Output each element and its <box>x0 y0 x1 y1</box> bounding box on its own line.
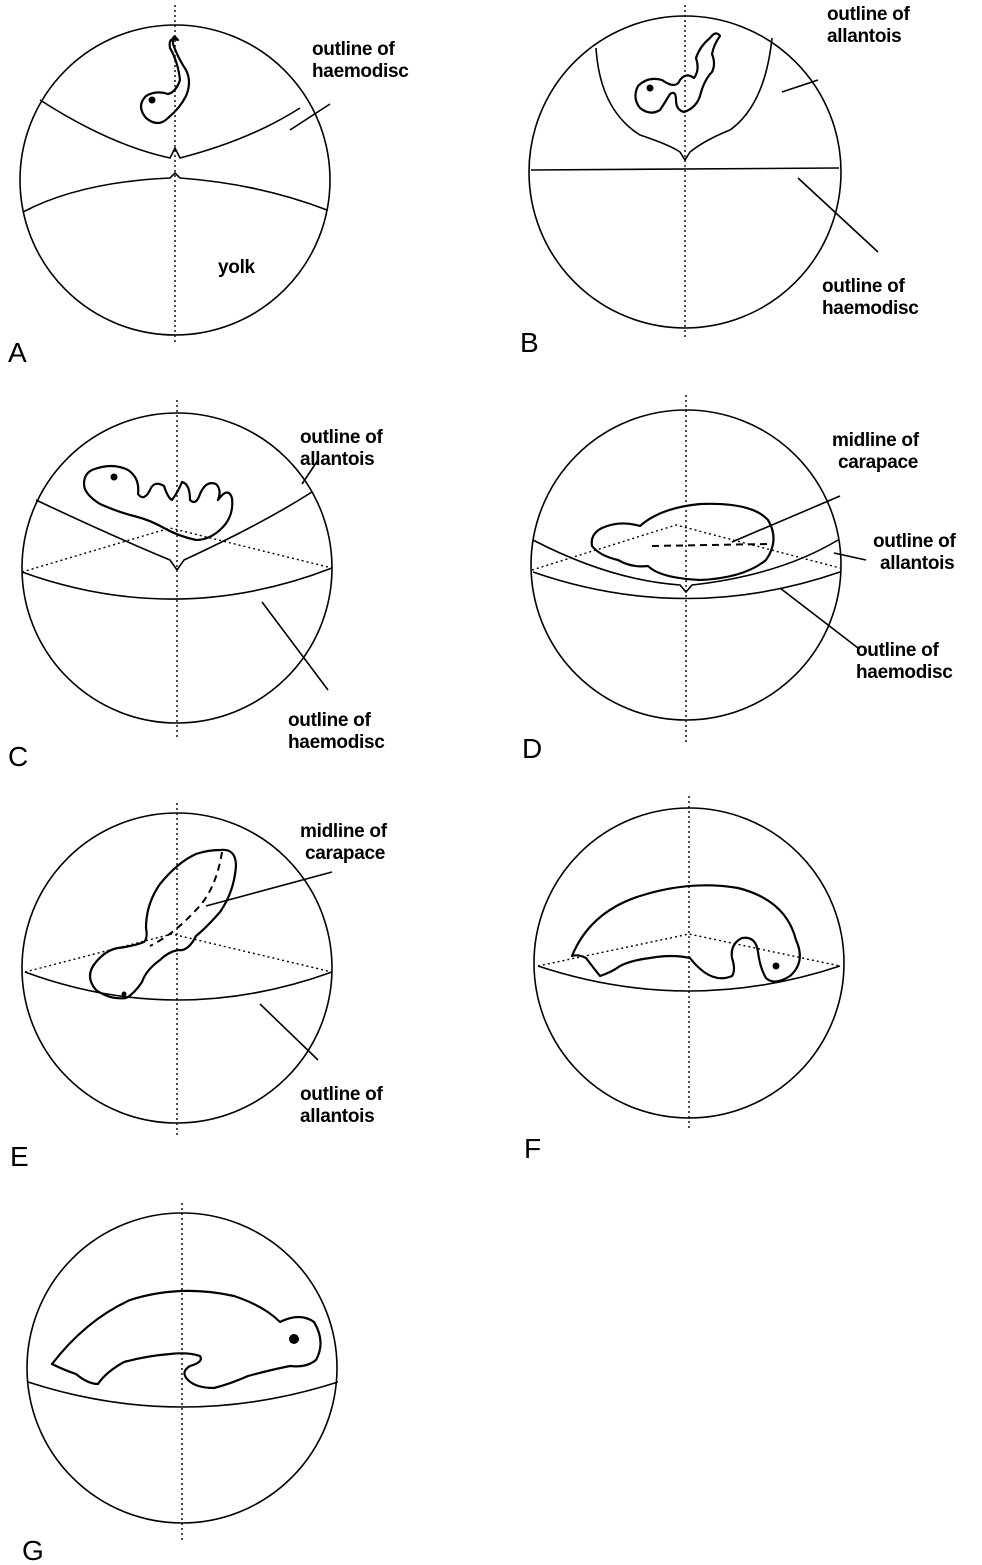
panel-b-embryo-eye <box>647 85 654 92</box>
panel-e-plane <box>25 934 332 972</box>
panel-b-haemodisc-outline <box>531 168 839 170</box>
panel-d-haemodisc-label-2: haemodisc <box>856 662 953 683</box>
panel-b-haemodisc-pointer <box>798 178 878 252</box>
panel-c-embryo <box>84 466 232 540</box>
panel-d-carapace-label-2: carapace <box>838 452 918 473</box>
panel-f-embryo-eye <box>773 963 780 970</box>
panel-a-haemodisc-upper <box>40 100 300 158</box>
panel-c-haemodisc-label-2: haemodisc <box>288 732 385 753</box>
panel-e-carapace-pointer <box>206 872 332 906</box>
panel-e-embryo <box>90 850 236 999</box>
panel-b-letter: B <box>520 327 539 358</box>
panel-c-allantois-outline <box>36 492 312 570</box>
panel-b-allantois-pointer <box>782 80 818 92</box>
panel-a-haemodisc-pointer <box>290 104 330 130</box>
panel-d-carapace-midline <box>652 544 768 546</box>
panel-f-letter: F <box>524 1133 541 1164</box>
panel-b-allantois-label-2: allantois <box>827 26 901 47</box>
panel-d-haemodisc-pointer <box>780 588 858 648</box>
panel-a-letter: A <box>8 337 27 368</box>
panel-e-carapace-midline <box>150 852 222 946</box>
panel-g-letter: G <box>22 1535 44 1565</box>
panel-f-embryo <box>572 885 800 981</box>
panel-d-haemodisc-label-1: outline of <box>856 640 939 661</box>
panel-a-embryo <box>141 37 189 123</box>
panel-f: F <box>524 796 844 1164</box>
panel-c-haemodisc-outline <box>22 568 332 599</box>
panel-c-letter: C <box>8 741 28 772</box>
panel-d-carapace-pointer <box>732 496 840 542</box>
panel-g-embryo <box>52 1291 321 1388</box>
panel-d-letter: D <box>522 733 542 764</box>
panel-d-allantois-pointer <box>834 553 866 560</box>
panel-e-allantois-outline <box>25 972 332 1000</box>
panel-d-carapace-label-1: midline of <box>832 430 920 451</box>
panel-a: outline of haemodisc yolk A <box>8 5 409 368</box>
panel-c-allantois-label-2: allantois <box>300 449 374 470</box>
panel-a-haemodisc-label-1: outline of <box>312 39 395 60</box>
panel-b-haemodisc-label-2: haemodisc <box>822 298 919 319</box>
panel-a-haemodisc-label-2: haemodisc <box>312 61 409 82</box>
panel-c: outline of allantois outline of haemodis… <box>8 400 385 772</box>
panel-e-letter: E <box>10 1141 29 1172</box>
panel-e-allantois-label-2: allantois <box>300 1106 374 1127</box>
panel-b: outline of allantois outline of haemodis… <box>520 4 919 358</box>
panel-b-haemodisc-label-1: outline of <box>822 276 905 297</box>
panel-d-allantois-label-2: allantois <box>880 553 954 574</box>
panel-b-allantois-label-1: outline of <box>827 4 910 25</box>
panel-d: midline of carapace outline of allantois… <box>522 395 956 764</box>
panel-b-allantois-outline <box>596 38 772 160</box>
panel-e-carapace-label-1: midline of <box>300 821 388 842</box>
panel-c-allantois-label-1: outline of <box>300 427 383 448</box>
panel-e-allantois-label-1: outline of <box>300 1084 383 1105</box>
panel-e: midline of carapace outline of allantois… <box>10 803 388 1172</box>
panel-a-yolk-label: yolk <box>218 257 256 278</box>
panel-g: G <box>22 1203 338 1565</box>
panel-c-haemodisc-label-1: outline of <box>288 710 371 731</box>
panel-e-embryo-eye <box>122 992 127 997</box>
panel-d-embryo <box>592 504 774 580</box>
panel-d-allantois-label-1: outline of <box>873 531 956 552</box>
panel-e-carapace-label-2: carapace <box>305 843 385 864</box>
panel-c-haemodisc-pointer <box>262 602 328 690</box>
panel-a-embryo-eye <box>149 97 156 104</box>
panel-g-embryo-eye <box>289 1334 299 1344</box>
panel-e-allantois-pointer <box>260 1004 318 1060</box>
panel-b-embryo <box>635 33 720 112</box>
panel-c-embryo-eye <box>111 474 118 481</box>
panel-g-lower-outline <box>28 1382 338 1407</box>
